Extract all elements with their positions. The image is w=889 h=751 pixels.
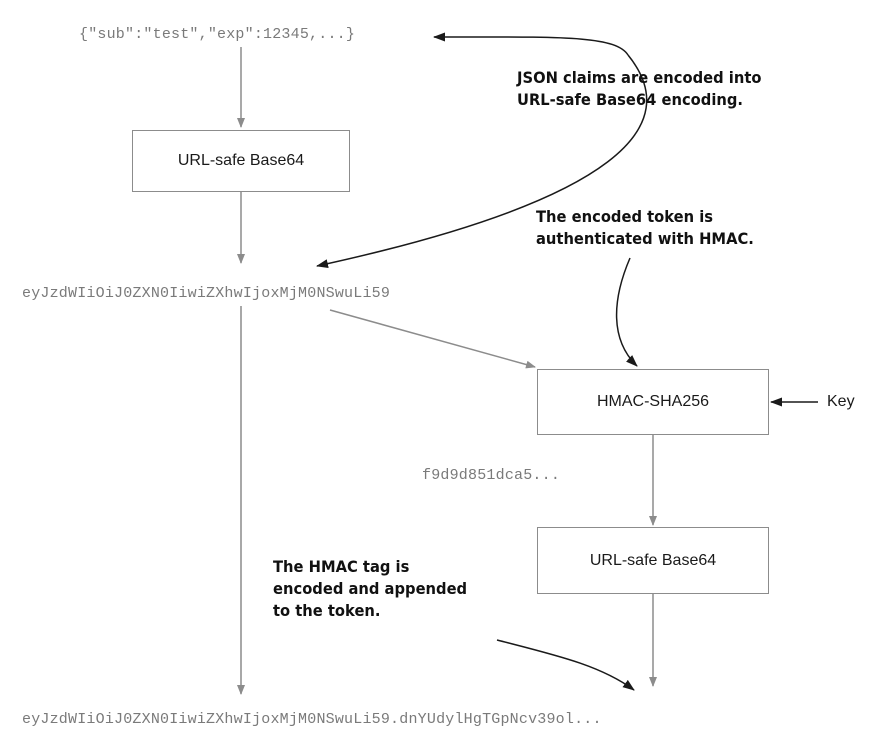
- final-token-text: eyJzdWIiOiJ0ZXN0IiwiZXhwIjoxMjM0NSwuLi59…: [22, 711, 602, 728]
- encoded-claims-text: eyJzdWIiOiJ0ZXN0IiwiZXhwIjoxMjM0NSwuLi59: [22, 285, 391, 302]
- annotation-claims-encoding: JSON claims are encoded into URL-safe Ba…: [517, 67, 761, 111]
- flow-arrow-encoded-to-hmac: [329, 309, 536, 369]
- hmac-sha256-box: HMAC-SHA256: [537, 369, 769, 435]
- key-label: Key: [827, 393, 855, 410]
- annotation-line: authenticated with HMAC.: [536, 229, 754, 248]
- annotation-tag-appended: The HMAC tag is encoded and appended to …: [273, 556, 467, 622]
- annotation-arrow-to-hmac: [615, 257, 638, 367]
- annotation-arrow-to-claims: [433, 32, 629, 56]
- annotation-line: The HMAC tag is: [273, 557, 410, 576]
- hmac-tag-text: f9d9d851dca5...: [422, 467, 561, 484]
- annotation-line: The encoded token is: [536, 207, 714, 226]
- annotation-arrow-to-final: [496, 639, 635, 691]
- base64-box-tag: URL-safe Base64: [537, 527, 769, 594]
- annotation-token-authenticated: The encoded token is authenticated with …: [536, 206, 754, 250]
- annotation-line: encoded and appended: [273, 579, 468, 598]
- annotation-line: JSON claims are encoded into: [517, 68, 762, 87]
- annotation-line: to the token.: [273, 601, 381, 620]
- base64-box-claims: URL-safe Base64: [132, 130, 350, 192]
- annotation-arrow-to-encoded: [316, 54, 648, 269]
- annotation-line: URL-safe Base64 encoding.: [517, 90, 743, 109]
- claims-json-text: {"sub":"test","exp":12345,...}: [79, 26, 356, 43]
